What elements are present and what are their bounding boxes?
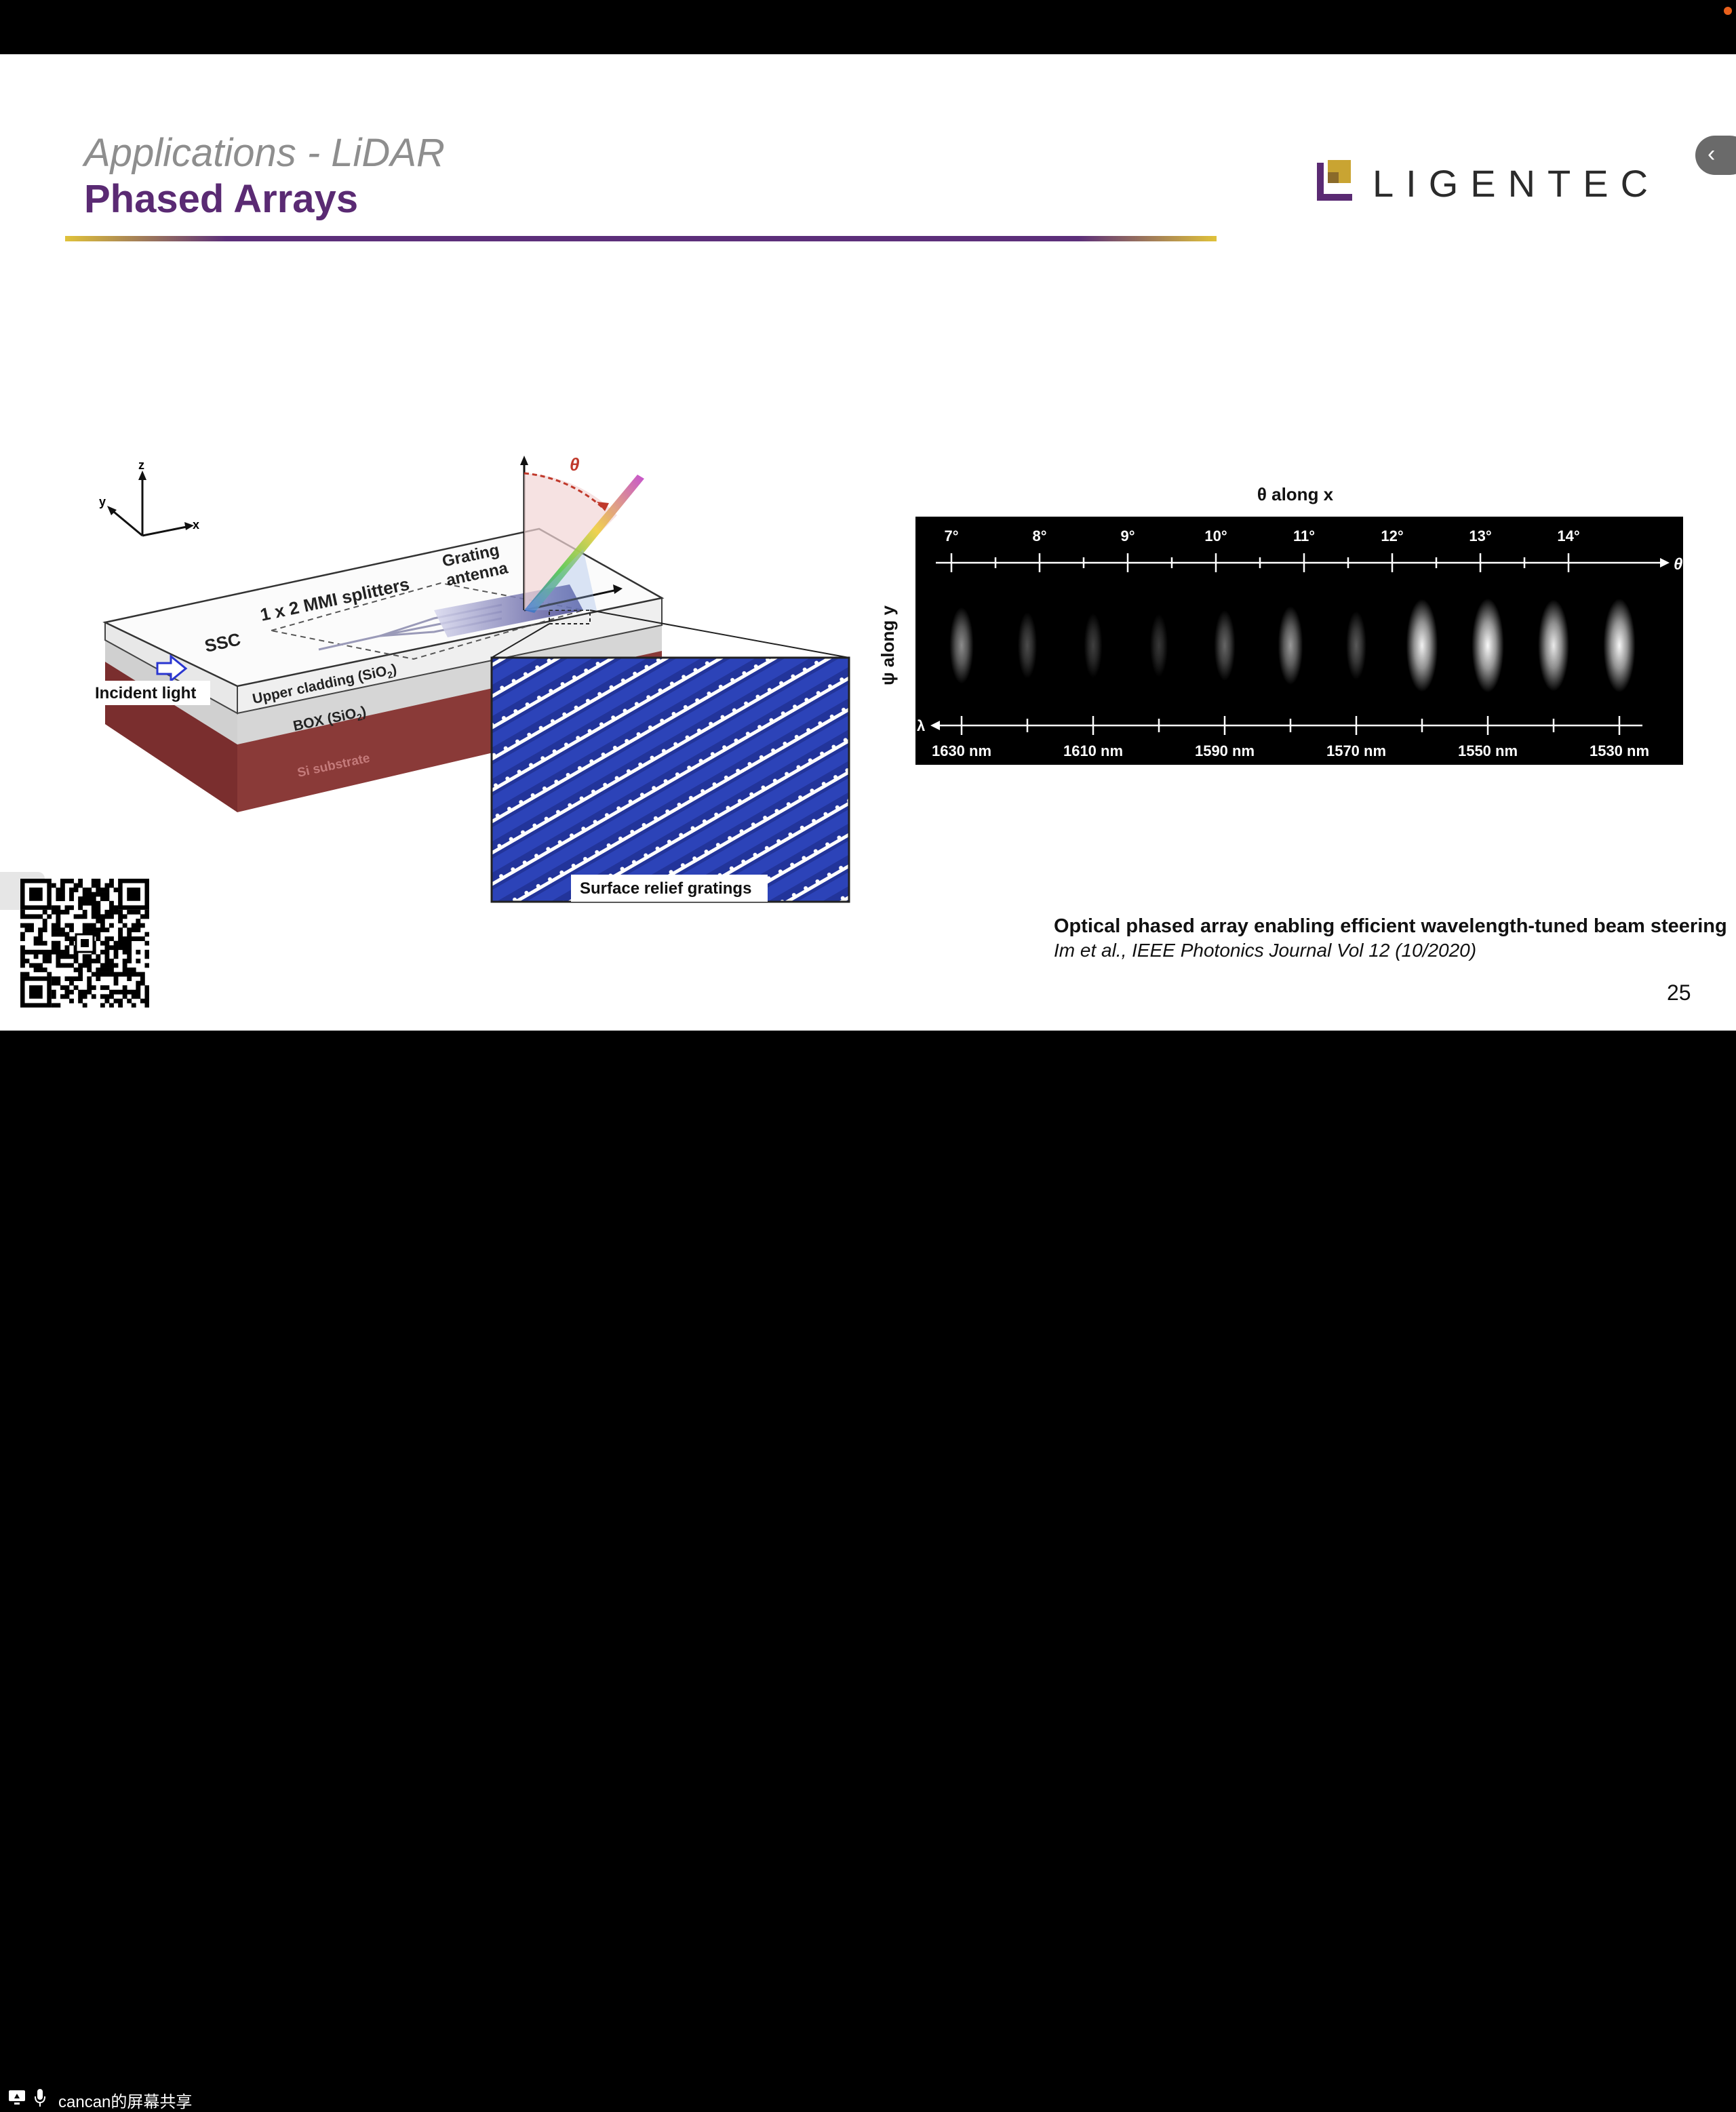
beam-spot <box>1406 599 1438 692</box>
recording-indicator-icon <box>1724 7 1732 15</box>
screen-share-icon <box>9 2090 25 2105</box>
coordinate-axes: z y x <box>99 458 199 537</box>
incident-light-label: Incident light <box>95 684 196 702</box>
theta-tick-label: 13° <box>1469 527 1491 544</box>
beam-spot <box>1084 613 1103 678</box>
meeting-top-bar <box>0 0 1736 54</box>
chevron-left-icon: ‹ <box>1708 141 1716 167</box>
beam-spot <box>1603 598 1636 693</box>
beam-steering-chart: θ along x ψ along y θ 7° 8° 9° 10° 11° 12° 13°… <box>877 484 1683 765</box>
wavelength-tick-label: 1610 nm <box>1063 742 1123 759</box>
presentation-slide: Applications - LiDAR Phased Arrays LIGEN… <box>0 54 1736 1031</box>
wavelength-scale: λ 1630 nm 1610 nm 1590 nm 1570 nm 1550 nm 153… <box>917 716 1649 759</box>
beam-spot <box>1278 606 1303 685</box>
theta-tick-label: 9° <box>1120 527 1135 544</box>
theta-tick-label: 7° <box>944 527 958 544</box>
theta-tick-label: 12° <box>1381 527 1403 544</box>
lambda-symbol: λ <box>917 717 925 734</box>
surface-relief-grating-inset: Surface relief gratings <box>490 656 850 903</box>
theta-symbol: θ <box>1674 555 1682 574</box>
theta-tick-label: 10° <box>1204 527 1227 544</box>
emitted-beam: θ <box>520 454 644 613</box>
beam-spot <box>1017 612 1038 679</box>
qr-code-icon <box>20 879 149 1008</box>
wavelength-tick-label: 1550 nm <box>1458 742 1518 759</box>
theta-label: θ <box>570 454 580 475</box>
microphone-icon <box>35 2089 45 2107</box>
wavelength-tick-label: 1630 nm <box>932 742 991 759</box>
axis-y-label: y <box>99 495 106 509</box>
theta-tick-label: 8° <box>1032 527 1046 544</box>
reference-citation: Im et al., IEEE Photonics Journal Vol 12… <box>1054 940 1477 961</box>
theta-tick-label: 14° <box>1557 527 1579 544</box>
beam-spot <box>1538 599 1569 692</box>
logo-text: LIGENTEC <box>1373 162 1661 205</box>
side-panel-toggle[interactable]: ‹ <box>1695 136 1736 175</box>
ligentec-logo-icon <box>1317 160 1352 201</box>
beam-spot <box>1346 611 1366 680</box>
axis-z-label: z <box>138 458 144 472</box>
theta-tick-label: 11° <box>1293 527 1315 544</box>
beam-spot <box>949 607 974 684</box>
page-number: 25 <box>1667 980 1691 1005</box>
beam-spot <box>1472 598 1504 693</box>
reference-title: Optical phased array enabling efficient … <box>1054 915 1727 937</box>
meeting-bottom-bar: cancan的屏幕共享 <box>0 1031 1736 2111</box>
slide-title: Phased Arrays <box>84 177 359 221</box>
beam-spots <box>949 598 1636 693</box>
grating-antenna-device-figure: z y x <box>91 454 850 903</box>
beam-spot <box>1214 610 1236 681</box>
slide-subtitle: Applications - LiDAR <box>84 131 445 175</box>
incident-light-arrow-icon <box>156 654 188 683</box>
theta-scale: θ 7° 8° 9° 10° 11° 12° 13° 14° <box>936 527 1682 574</box>
surface-relief-label: Surface relief gratings <box>580 879 751 898</box>
wavelength-tick-label: 1530 nm <box>1590 742 1649 759</box>
chip-top-surface <box>102 527 665 688</box>
beam-spot <box>1149 614 1168 677</box>
wavelength-tick-label: 1570 nm <box>1326 742 1386 759</box>
screen-share-label: cancan的屏幕共享 <box>58 2093 193 2111</box>
theta-axis-label: θ along x <box>1257 484 1334 504</box>
psi-axis-label: ψ along y <box>877 605 898 685</box>
axis-x-label: x <box>193 518 199 532</box>
title-divider <box>65 236 1217 241</box>
wavelength-tick-label: 1590 nm <box>1195 742 1255 759</box>
